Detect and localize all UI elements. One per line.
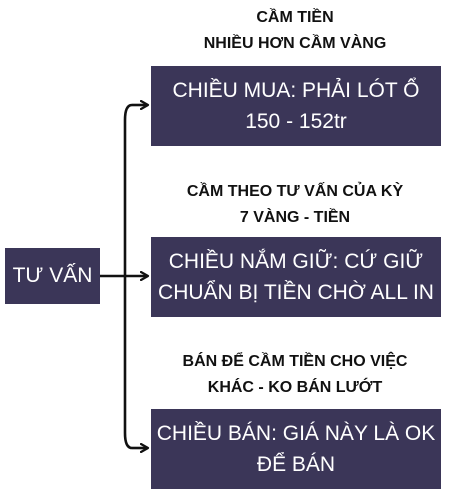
branch-3-node-line-2: ĐỂ BÁN — [256, 453, 336, 476]
branch-2-node-line-1: CHIỀU NẮM GIỮ: CỨ GIỮ — [168, 250, 424, 273]
branch-3-note: BÁN ĐỂ CẦM TIỀN CHO VIỆC KHÁC - KO BÁN L… — [150, 349, 440, 401]
branch-2-node: CHIỀU NẮM GIỮ: CỨ GIỮ CHUẨN BỊ TIỀN CHỜ … — [151, 237, 441, 317]
branch-1-note-line-2: NHIỀU HƠN CẦM VÀNG — [203, 35, 387, 52]
branch-1-note-line-1: CẦM TIỀN — [256, 9, 334, 26]
branch-3-note-line-2: KHÁC - KO BÁN LƯỚT — [207, 379, 383, 396]
branch-3-node-line-1: CHIỀU BÁN: GIÁ NÀY LÀ OK — [156, 422, 436, 445]
branch-3-note-line-1: BÁN ĐỂ CẦM TIỀN CHO VIỆC — [182, 353, 408, 370]
branch-2-note-line-2: 7 VÀNG - TIỀN — [239, 209, 351, 226]
branch-2-note-line-1: CẦM THEO TƯ VẤN CỦA KỲ — [186, 183, 404, 200]
root-node-label: TƯ VẤN — [12, 264, 93, 287]
root-node: TƯ VẤN — [5, 248, 100, 304]
branch-1-note: CẦM TIỀN NHIỀU HƠN CẦM VÀNG — [150, 5, 440, 57]
branch-1-node-line-1: CHIỀU MUA: PHẢI LÓT Ổ — [172, 79, 420, 102]
branch-3-node: CHIỀU BÁN: GIÁ NÀY LÀ OK ĐỂ BÁN — [151, 409, 441, 489]
branch-2-note: CẦM THEO TƯ VẤN CỦA KỲ 7 VÀNG - TIỀN — [150, 179, 440, 231]
branch-1-node-line-2: 150 - 152tr — [245, 110, 347, 133]
branch-2-node-line-2: CHUẨN BỊ TIỀN CHỜ ALL IN — [158, 281, 434, 304]
branch-1-node: CHIỀU MUA: PHẢI LÓT Ổ 150 - 152tr — [151, 66, 441, 146]
connector-vertical-trunk — [123, 103, 133, 450]
